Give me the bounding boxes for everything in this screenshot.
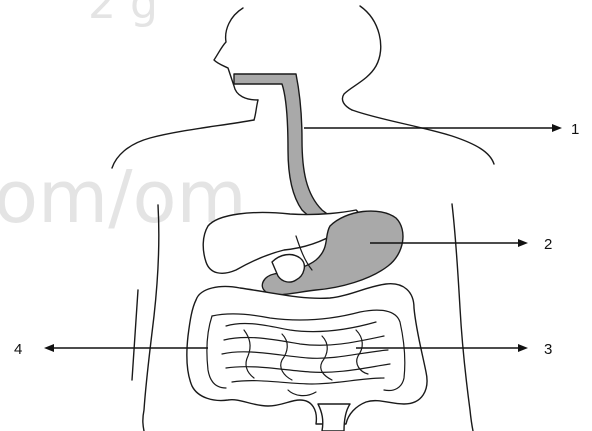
callout-label-1: 1 xyxy=(571,121,579,138)
arrowhead-3 xyxy=(518,344,528,352)
callout-1: 1 xyxy=(304,121,579,138)
callout-label-4: 4 xyxy=(14,341,22,358)
watermark-top: 2 g xyxy=(88,0,158,29)
esophagus xyxy=(234,74,338,230)
callout-4: 4 xyxy=(14,341,208,358)
callout-label-2: 2 xyxy=(544,236,552,253)
arrowhead-1 xyxy=(552,124,562,132)
arrowhead-2 xyxy=(518,239,528,247)
rectum xyxy=(318,404,350,431)
callout-label-3: 3 xyxy=(544,341,552,358)
arrowhead-4 xyxy=(44,344,54,352)
